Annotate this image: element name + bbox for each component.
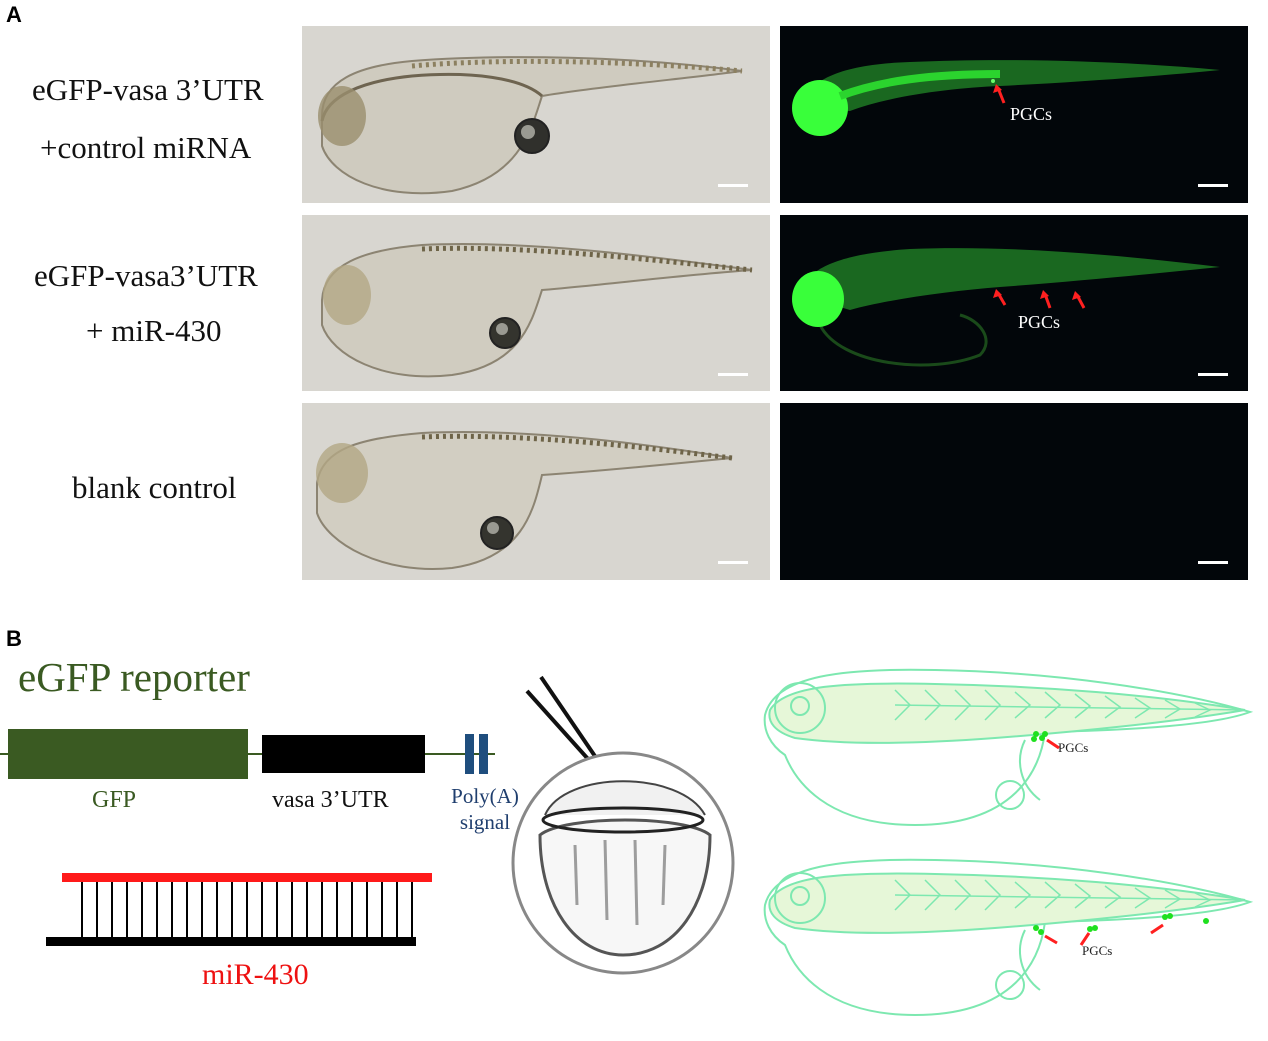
polya-label: Poly(A) signal: [440, 783, 530, 835]
mirna-strand: [62, 873, 432, 882]
fluorescence-image-blank-control: [780, 403, 1248, 580]
fluorescence-image-control-mirna: PGCs: [780, 26, 1248, 203]
row2-label-line1: eGFP-vasa3’UTR: [34, 258, 258, 293]
row2-label-line2: + miR-430: [86, 313, 222, 348]
fish-schematic-mir430: [763, 858, 1254, 1017]
reporter-construct: [0, 729, 495, 779]
fluorescence-image-mir430: PGCs: [780, 215, 1248, 391]
polya-bar: [465, 734, 474, 774]
injection-embryo-diagram: [511, 675, 735, 975]
injection-needle: [539, 675, 603, 767]
pgc-arrow: [1046, 738, 1060, 750]
vasa-utr-label: vasa 3’UTR: [272, 787, 389, 813]
target-strand: [46, 937, 416, 946]
pgc-arrow: [1150, 923, 1164, 935]
scale-bar: [718, 373, 748, 376]
scale-bar: [1198, 184, 1228, 187]
pgc-label-row1: PGCs: [1010, 104, 1053, 124]
pgc-label-row2: PGCs: [1018, 312, 1061, 332]
scale-bar: [1198, 373, 1228, 376]
pgc-arrow: [1079, 932, 1091, 946]
mir430-duplex: [46, 873, 432, 946]
mir430-label: miR-430: [202, 958, 309, 991]
scale-bar: [718, 184, 748, 187]
brightfield-image-control-mirna: [302, 26, 770, 203]
pgc-label-schematic-bottom: PGCs: [1082, 943, 1113, 958]
pgc-label-schematic-top: PGCs: [1058, 740, 1089, 755]
row3-label: blank control: [72, 470, 237, 505]
panel-b-letter: B: [6, 626, 22, 651]
panel-a-letter: A: [6, 2, 22, 27]
fish-schematic-control: [763, 668, 1254, 827]
scale-bar: [718, 561, 748, 564]
pgc-arrow: [1044, 934, 1058, 945]
scale-bar: [1198, 561, 1228, 564]
polya-label-line2: signal: [459, 810, 511, 834]
polya-label-line1: Poly(A): [451, 784, 519, 808]
polya-bar: [479, 734, 488, 774]
reporter-title: eGFP reporter: [18, 654, 250, 700]
gfp-box: [8, 729, 248, 779]
vasa-utr-box: [262, 735, 425, 773]
row1-label-line2: +control miRNA: [40, 130, 252, 165]
gfp-label: GFP: [92, 787, 137, 813]
brightfield-image-mir430: [302, 215, 770, 391]
row1-label-line1: eGFP-vasa 3’UTR: [32, 72, 264, 107]
brightfield-image-blank-control: [302, 403, 770, 580]
